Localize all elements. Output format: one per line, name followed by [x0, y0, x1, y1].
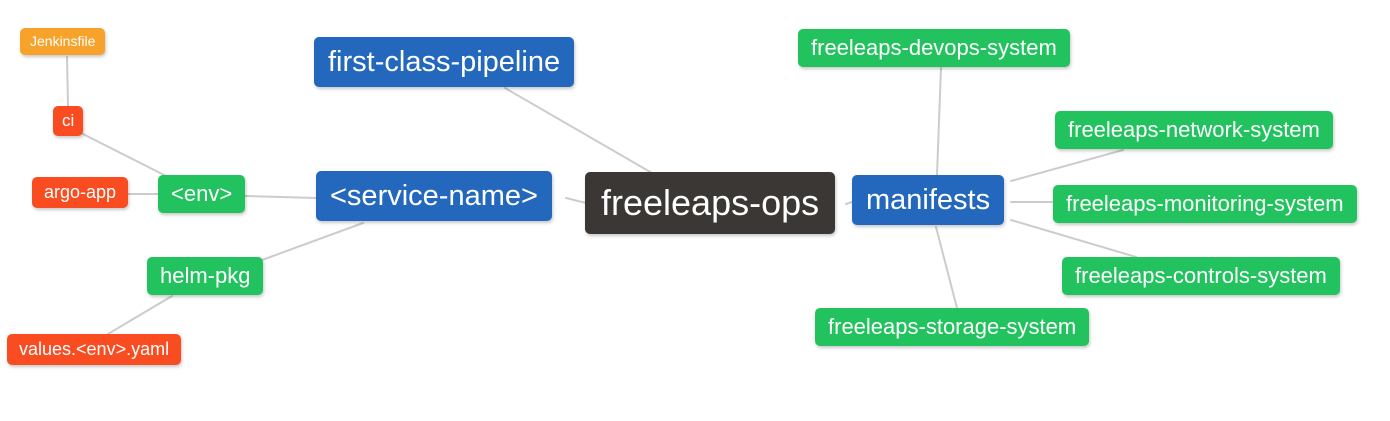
edge-helm-pkg-values	[107, 295, 173, 335]
edge-manifests-storage	[935, 226, 958, 309]
edge-service-name-ops	[565, 197, 587, 204]
node-service-name[interactable]: <service-name>	[316, 171, 552, 222]
node-freeleaps-ops-root[interactable]: freeleaps-ops	[585, 172, 836, 235]
edge-jenkinsfile-ci	[66, 56, 69, 107]
node-values-env-yaml[interactable]: values.<env>.yaml	[7, 334, 182, 366]
node-env[interactable]: <env>	[158, 175, 246, 213]
node-monitoring-system[interactable]: freeleaps-monitoring-system	[1053, 185, 1357, 223]
edge-pipeline-ops	[504, 87, 653, 174]
node-jenkinsfile[interactable]: Jenkinsfile	[20, 28, 106, 55]
node-devops-system[interactable]: freeleaps-devops-system	[798, 29, 1070, 67]
node-helm-pkg[interactable]: helm-pkg	[147, 257, 264, 295]
edge-manifests-network	[1010, 149, 1124, 182]
edge-manifests-controls	[1010, 219, 1137, 258]
node-network-system[interactable]: freeleaps-network-system	[1055, 111, 1333, 149]
edge-ci-env	[82, 133, 173, 180]
node-argo-app[interactable]: argo-app	[32, 177, 129, 209]
edge-manifests-devops	[936, 67, 942, 176]
node-manifests[interactable]: manifests	[852, 175, 1005, 226]
node-controls-system[interactable]: freeleaps-controls-system	[1062, 257, 1340, 295]
node-storage-system[interactable]: freeleaps-storage-system	[815, 308, 1090, 346]
edge-env-service-name	[244, 195, 317, 199]
node-first-class-pipeline[interactable]: first-class-pipeline	[314, 37, 575, 88]
node-ci[interactable]: ci	[53, 106, 84, 137]
edge-service-name-helm-pkg	[261, 222, 364, 261]
